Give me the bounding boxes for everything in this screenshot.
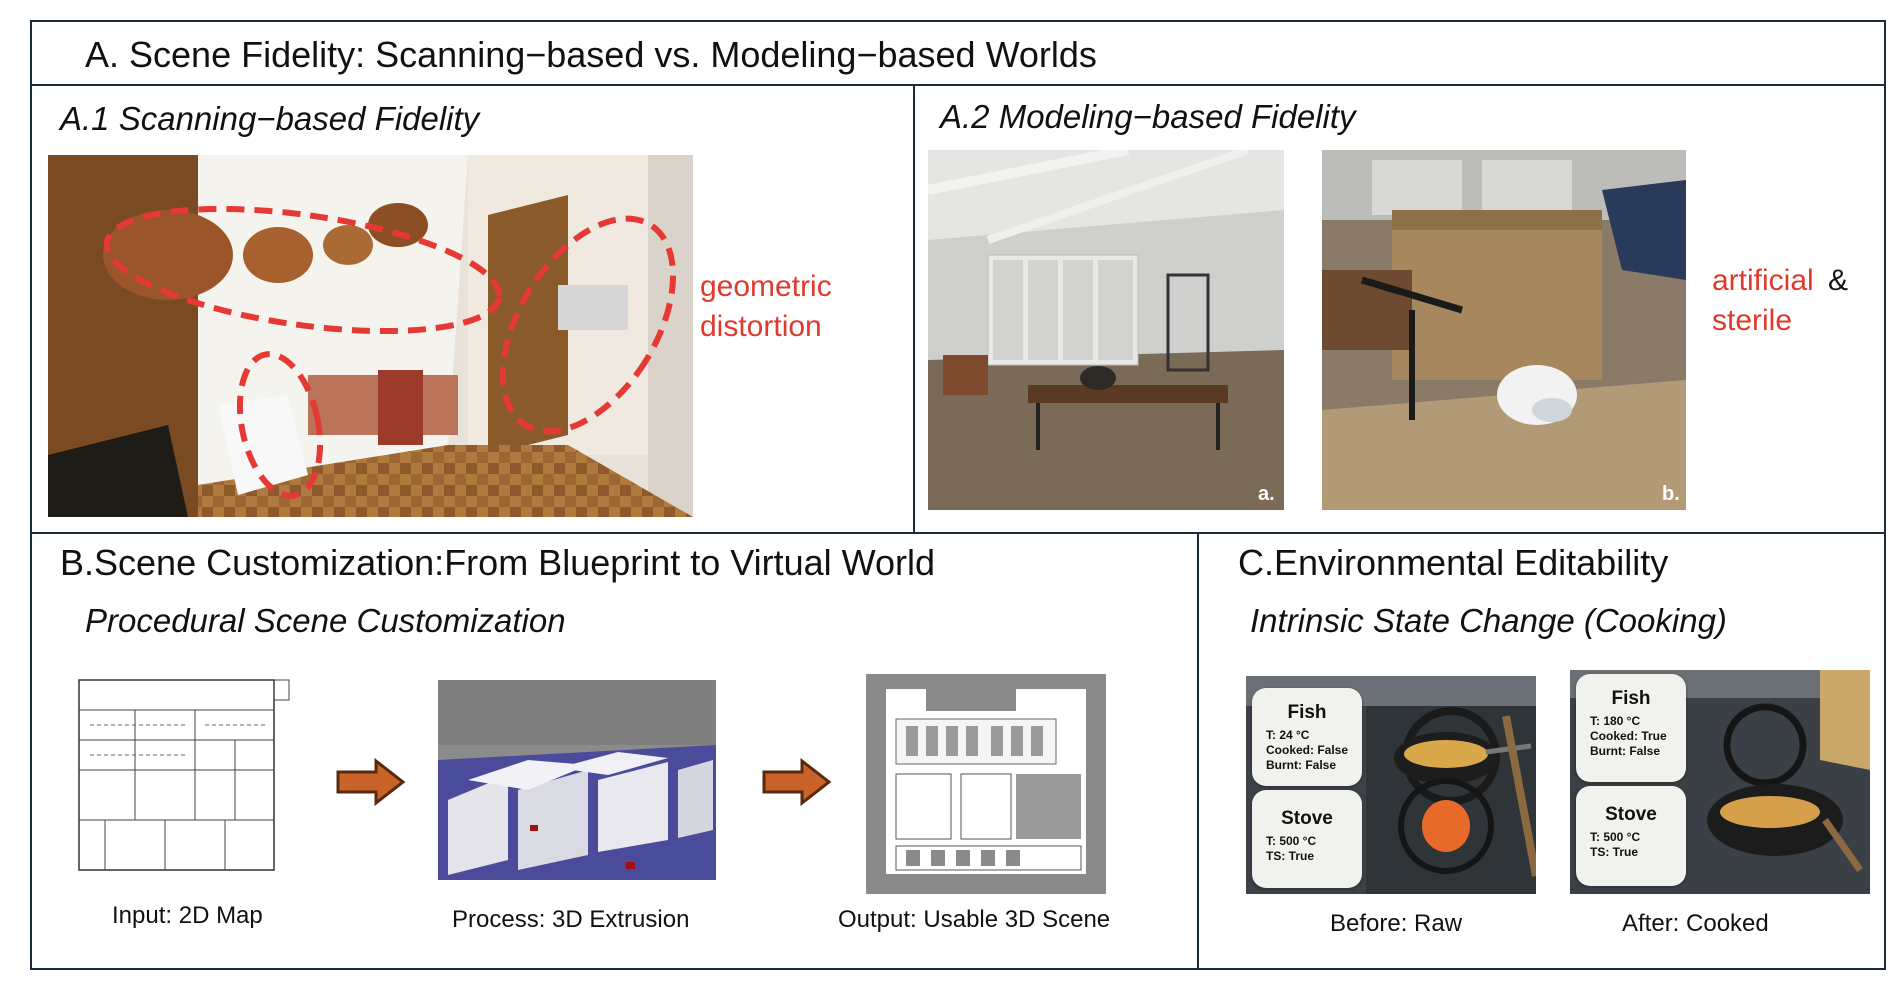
image-tag-b: b. [1662,483,1680,505]
stove-ts-after: TS: True [1590,845,1639,859]
arrow-right-icon-1 [336,758,406,806]
caption-after-cooked: After: Cooked [1622,910,1769,937]
caption-before-raw: Before: Raw [1330,910,1463,937]
section-a-title: A. Scene Fidelity: Scanning−based vs. Mo… [85,34,1097,75]
artificial-sterile-label-1: artificial & [1712,264,1848,298]
stove-label-before: Stove [1281,808,1333,829]
section-a2-title: A.2 Modeling−based Fidelity [940,98,1356,135]
fish-state-card-before: Fish T: 24 °C Cooked: False Burnt: False [1252,688,1362,786]
fish-burnt-after: Burnt: False [1590,744,1661,758]
fish-cooked-after: Cooked: True [1590,729,1667,743]
fish-label-after: Fish [1611,688,1651,709]
section-c-title: C.Environmental Editability [1238,542,1669,583]
stove-temp-after: T: 500 °C [1590,830,1641,844]
arrow-right-icon-2 [762,758,832,806]
after-cooking-image: Fish T: 180 °C Cooked: True Burnt: False… [1570,670,1870,894]
caption-process-3d-extrusion: Process: 3D Extrusion [452,906,690,933]
fish-burnt-before: Burnt: False [1266,758,1337,772]
stove-state-card-after: Stove T: 500 °C TS: True [1576,786,1686,886]
stove-label-after: Stove [1605,804,1657,825]
section-a1-title: A.1 Scanning−based Fidelity [60,100,480,137]
geometric-distortion-label-1: geometric [700,270,832,303]
fish-state-card-after: Fish T: 180 °C Cooked: True Burnt: False [1576,674,1686,782]
caption-output-3d-scene: Output: Usable 3D Scene [838,906,1111,933]
output-3d-scene-image [866,674,1106,894]
artificial-sterile-label-2: sterile [1712,304,1793,337]
fish-temp-after: T: 180 °C [1590,714,1641,728]
fish-label-before: Fish [1287,702,1327,723]
stove-temp-before: T: 500 °C [1266,834,1317,848]
input-2d-map-image [75,670,295,890]
ampersand: & [1828,264,1849,297]
image-tag-a: a. [1258,483,1275,505]
before-cooking-image: Fish T: 24 °C Cooked: False Burnt: False… [1246,676,1536,894]
section-c-subtitle: Intrinsic State Change (Cooking) [1250,602,1727,639]
caption-input-2d-map: Input: 2D Map [112,902,263,929]
fish-temp-before: T: 24 °C [1266,728,1310,742]
section-b-subtitle: Procedural Scene Customization [85,602,566,639]
scanned-scene-image [48,155,693,517]
geometric-distortion-label-2: distortion [700,310,822,343]
section-b-title: B.Scene Customization:From Blueprint to … [60,542,936,583]
modeled-scene-image-a: a. [928,150,1284,510]
stove-state-card-before: Stove T: 500 °C TS: True [1252,790,1362,888]
process-3d-extrusion-image [438,680,716,880]
artificial-word: artificial [1712,264,1814,297]
section-c-panel [1197,532,1886,970]
stove-ts-before: TS: True [1266,849,1315,863]
fish-cooked-before: Cooked: False [1266,743,1349,757]
modeled-scene-image-b: b. [1322,150,1686,510]
